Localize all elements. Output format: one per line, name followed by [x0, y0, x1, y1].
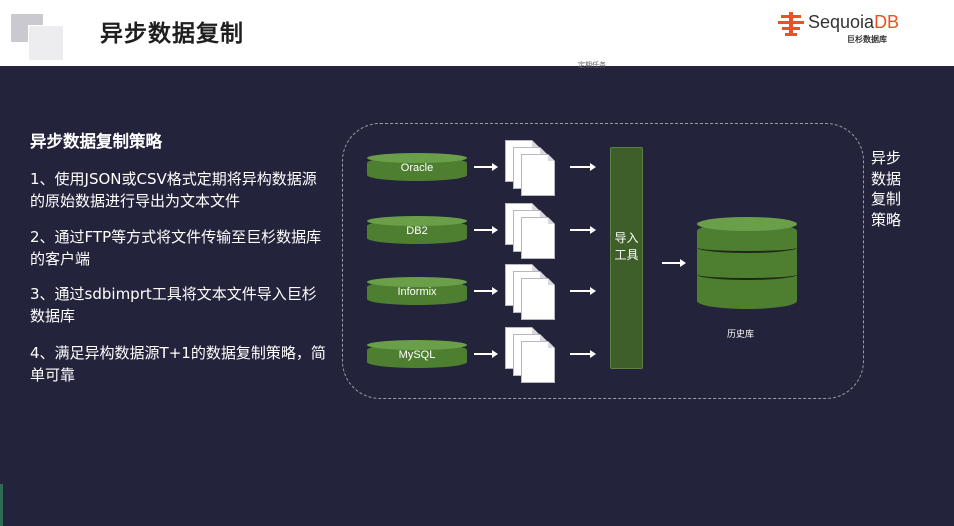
document-icon [521, 217, 555, 259]
history-db-label: 历史库 [727, 330, 755, 340]
arrow-icon [570, 350, 596, 357]
slide-header: 异步数据复制 SequoiaDB 巨杉数据库 定期任务 [0, 0, 954, 69]
arrow-icon [474, 226, 498, 233]
source-db-label: Informix [397, 286, 437, 298]
diagram-frame [342, 123, 864, 399]
source-db-db2: DB2 [367, 216, 467, 244]
source-db-label: Oracle [400, 162, 434, 174]
history-db-icon [697, 217, 797, 309]
arrow-icon [662, 259, 686, 266]
strategy-heading: 异步数据复制策略 [30, 132, 162, 151]
logo-square-front [28, 25, 63, 60]
import-tool-bar: 导入工具 [610, 147, 643, 369]
strategy-item: 4、满足异构数据源T+1的数据复制策略，简单可靠 [30, 344, 326, 384]
brand-name: SequoiaDB [808, 12, 900, 32]
arrow-icon [474, 287, 498, 294]
source-db-informix: Informix [367, 277, 467, 305]
strategy-item: 1、使用JSON或CSV格式定期将异构数据源的原始数据进行导出为文本文件 [30, 170, 317, 210]
source-db-label: DB2 [406, 225, 428, 237]
arrow-icon [570, 287, 596, 294]
diagram-side-label: 异步数据复制策略 [871, 149, 902, 229]
source-db-mysql: MySQL [367, 340, 467, 368]
strategy-item: 3、通过sdbimprt工具将文本文件导入巨杉数据库 [30, 285, 317, 325]
arrow-icon [570, 226, 596, 233]
arrow-icon [474, 163, 498, 170]
header-note: 定期任务 [578, 61, 606, 69]
source-db-label: MySQL [398, 349, 436, 361]
export-file-stack [505, 264, 557, 322]
source-db-oracle: Oracle [367, 153, 467, 181]
import-tool-label: 导入工具 [614, 231, 639, 262]
export-file-stack [505, 203, 557, 261]
export-file-stack [505, 327, 557, 385]
strategy-item: 2、通过FTP等方式将文件传输至巨杉数据库的客户端 [30, 228, 322, 268]
document-icon [521, 278, 555, 320]
edge-strip [0, 484, 3, 526]
arrow-icon [570, 163, 596, 170]
brand-logo: SequoiaDB 巨杉数据库 [776, 9, 900, 44]
brand-subtitle: 巨杉数据库 [847, 35, 887, 44]
arrow-icon [474, 350, 498, 357]
document-icon [521, 154, 555, 196]
sequoia-tree-icon [778, 12, 804, 36]
page-title: 异步数据复制 [100, 21, 244, 47]
export-file-stack [505, 140, 557, 198]
document-icon [521, 341, 555, 383]
